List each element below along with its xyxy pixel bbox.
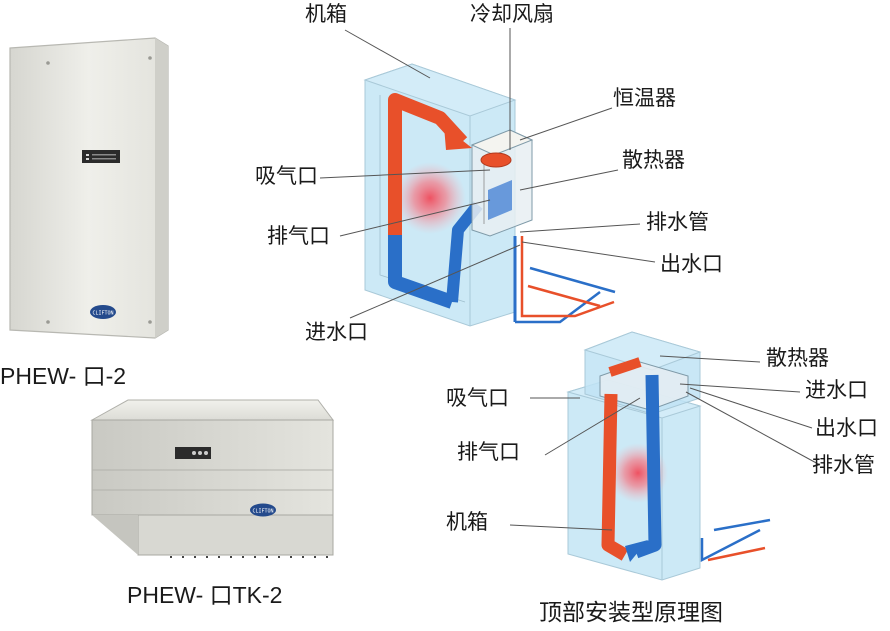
- wall-mount-unit: CLIFTON: [9, 37, 169, 339]
- panel-lights: [86, 154, 116, 160]
- side-mount-schematic: [363, 63, 616, 327]
- top-badge-text: CLIFTON: [252, 509, 273, 515]
- side-label-air-inlet: 吸气口: [255, 164, 318, 188]
- top-mount-unit: CLIFTON: [90, 399, 334, 558]
- side-label-water-inlet: 进水口: [305, 320, 368, 344]
- top-label-cabinet: 机箱: [446, 510, 488, 534]
- top-mount-schematic: [566, 331, 771, 581]
- side-label-radiator: 散热器: [622, 148, 685, 172]
- top-label-air-outlet: 排气口: [457, 440, 520, 464]
- leader-lines: [319, 28, 821, 531]
- top-brand-badge: [250, 503, 276, 517]
- wall-mount-caption: PHEW- 口-2: [0, 363, 127, 389]
- side-label-thermostat: 恒温器: [613, 86, 676, 110]
- side-label-drain-pipe: 排水管: [646, 210, 709, 234]
- top-diagram-title: 顶部安装型原理图: [539, 600, 723, 626]
- side-label-cabinet: 机箱: [305, 2, 347, 26]
- brand-badge: [90, 305, 116, 319]
- top-label-water-outlet: 出水口: [815, 416, 878, 440]
- wall-badge-text: CLIFTON: [92, 311, 113, 317]
- top-label-drain-pipe: 排水管: [812, 453, 875, 477]
- top-label-air-inlet: 吸气口: [446, 386, 509, 410]
- top-label-water-inlet: 进水口: [805, 378, 868, 402]
- control-panel: [82, 150, 120, 163]
- top-label-radiator: 散热器: [766, 346, 829, 370]
- top-mount-caption: PHEW- 口TK-2: [127, 582, 283, 608]
- side-label-cooling-fan: 冷却风扇: [470, 2, 554, 26]
- side-heat-source: [394, 162, 466, 234]
- side-label-air-outlet: 排气口: [267, 224, 330, 248]
- side-label-water-outlet: 出水口: [660, 252, 723, 276]
